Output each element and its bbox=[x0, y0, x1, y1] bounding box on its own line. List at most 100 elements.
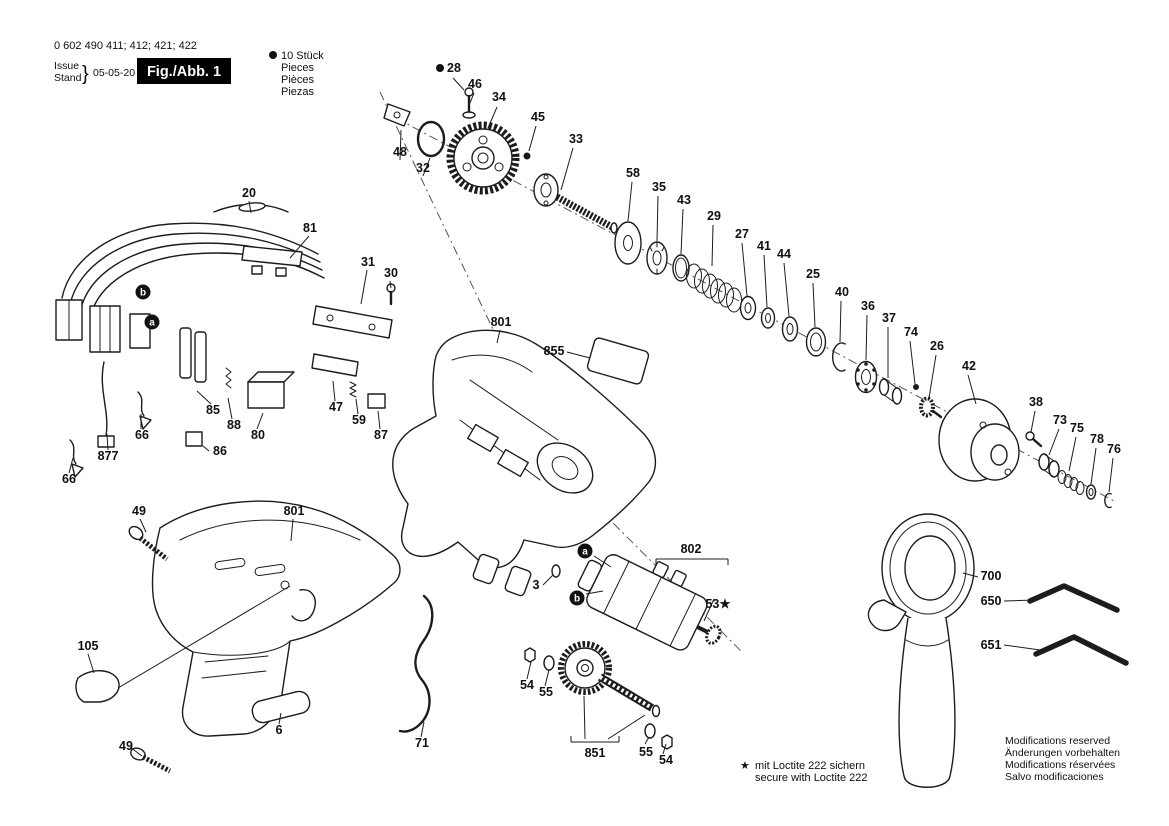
part-label-86: 86 bbox=[213, 444, 227, 458]
gear-train bbox=[383, 87, 1112, 509]
part-label-36: 36 bbox=[861, 299, 875, 313]
part-label-32: 32 bbox=[416, 161, 430, 175]
nut-54 bbox=[661, 734, 673, 750]
part-label-3: 3 bbox=[533, 578, 540, 592]
part-label-66b: 66 bbox=[62, 472, 76, 486]
part-label-81: 81 bbox=[303, 221, 317, 235]
bracket-81 bbox=[241, 245, 303, 267]
spindle-flange-33 bbox=[533, 173, 559, 207]
switch-80-top bbox=[247, 371, 295, 383]
bracket-802 bbox=[655, 558, 729, 565]
part-label-801b: 801 bbox=[284, 504, 305, 518]
part-label-851: 851 bbox=[585, 746, 606, 760]
marker-b-icon bbox=[569, 590, 585, 606]
note-es: Salvo modificaciones bbox=[1005, 771, 1104, 783]
washer-58 bbox=[614, 221, 642, 265]
hex-key-650 bbox=[1027, 583, 1120, 613]
gear-shaft-851 bbox=[524, 641, 673, 750]
screw-49b bbox=[130, 747, 172, 774]
marker-b-letter: b bbox=[140, 288, 146, 299]
quantity-legend: 10 Stück Pieces Pièces Piezas bbox=[269, 50, 324, 98]
spring-75 bbox=[1057, 470, 1085, 495]
part-label-877: 877 bbox=[98, 449, 119, 463]
part-label-55b: 55 bbox=[639, 745, 653, 759]
ball-45-icon bbox=[523, 152, 531, 160]
part-label-76: 76 bbox=[1107, 442, 1121, 456]
part-label-54: 54 bbox=[520, 678, 534, 692]
trigger bbox=[291, 589, 316, 622]
terminal-877 bbox=[97, 435, 115, 448]
bearing-36 bbox=[854, 360, 878, 394]
hex-key-651 bbox=[1033, 634, 1129, 666]
spring-59-icon bbox=[349, 381, 357, 398]
wire-66b bbox=[69, 439, 77, 465]
part-label-44: 44 bbox=[777, 247, 791, 261]
legend-fr: Pièces bbox=[281, 74, 315, 86]
part-label-855: 855 bbox=[544, 344, 565, 358]
header: 0 602 490 411; 412; 421; 422 Issue Stand… bbox=[54, 40, 231, 85]
part-label-55: 55 bbox=[539, 685, 553, 699]
part-label-31: 31 bbox=[361, 255, 375, 269]
qty-dot-icon bbox=[436, 64, 444, 72]
part-label-34: 34 bbox=[492, 90, 506, 104]
drill-body-801 bbox=[151, 500, 401, 737]
spring-88-icon bbox=[225, 367, 232, 389]
part-label-71: 71 bbox=[415, 736, 429, 750]
qty-dot-icon bbox=[269, 51, 277, 59]
brush-87 bbox=[367, 393, 386, 409]
part-label-80: 80 bbox=[251, 428, 265, 442]
figure-box bbox=[137, 58, 231, 84]
ring-25 bbox=[805, 327, 827, 357]
issue-date: 05-05-20 bbox=[93, 67, 135, 79]
figure-label: Fig./Abb. 1 bbox=[147, 64, 221, 80]
wire-clip-71 bbox=[398, 594, 434, 733]
part-label-27: 27 bbox=[735, 227, 749, 241]
note-en: Modifications reserved bbox=[1005, 735, 1110, 747]
nut-54 bbox=[524, 647, 536, 663]
part-label-40: 40 bbox=[835, 285, 849, 299]
clamp-48 bbox=[383, 103, 411, 127]
connector-block bbox=[89, 305, 121, 353]
part-label-49b: 49 bbox=[119, 739, 133, 753]
part-label-74: 74 bbox=[904, 325, 918, 339]
note-de: Änderungen vorbehalten bbox=[1005, 747, 1120, 759]
brace-glyph: } bbox=[82, 63, 89, 85]
plate-31 bbox=[312, 305, 393, 339]
washer-27 bbox=[739, 295, 757, 321]
washer-3 bbox=[551, 564, 561, 578]
part-label-37: 37 bbox=[882, 311, 896, 325]
circlip-76 bbox=[1104, 492, 1112, 509]
reverse-lever-105 bbox=[75, 670, 120, 703]
modifications-note: Modifications reserved Änderungen vorbeh… bbox=[1005, 735, 1120, 783]
part-label-66: 66 bbox=[135, 428, 149, 442]
marker-a-letter: a bbox=[149, 318, 155, 329]
part-label-801: 801 bbox=[491, 315, 512, 329]
screw-49a bbox=[128, 525, 169, 561]
part-label-20: 20 bbox=[242, 186, 256, 200]
part-label-78: 78 bbox=[1090, 432, 1104, 446]
part-label-38: 38 bbox=[1029, 395, 1043, 409]
issue-label: Issue bbox=[54, 60, 79, 72]
aux-handle-700 bbox=[867, 513, 975, 788]
part-label-59: 59 bbox=[352, 413, 366, 427]
footnote-en: secure with Loctite 222 bbox=[755, 772, 868, 784]
part-label-88: 88 bbox=[227, 418, 241, 432]
block-86 bbox=[185, 431, 203, 447]
washer-44 bbox=[781, 316, 799, 342]
part-label-802: 802 bbox=[681, 542, 702, 556]
circlip-40 bbox=[831, 342, 846, 372]
brush-holder-85 bbox=[179, 327, 192, 379]
part-label-105: 105 bbox=[78, 639, 99, 653]
part-label-58: 58 bbox=[626, 166, 640, 180]
washer-78 bbox=[1085, 484, 1097, 500]
plate-47 bbox=[311, 353, 359, 377]
part-label-85: 85 bbox=[206, 403, 220, 417]
part-label-25: 25 bbox=[806, 267, 820, 281]
stand-label: Stand bbox=[54, 72, 82, 84]
type-numbers: 0 602 490 411; 412; 421; 422 bbox=[54, 40, 197, 52]
part-label-650: 650 bbox=[981, 594, 1002, 608]
footnote-de: mit Loctite 222 sichern bbox=[755, 760, 865, 772]
wire-877 bbox=[101, 361, 108, 437]
marker-b-letter: b bbox=[574, 594, 580, 605]
